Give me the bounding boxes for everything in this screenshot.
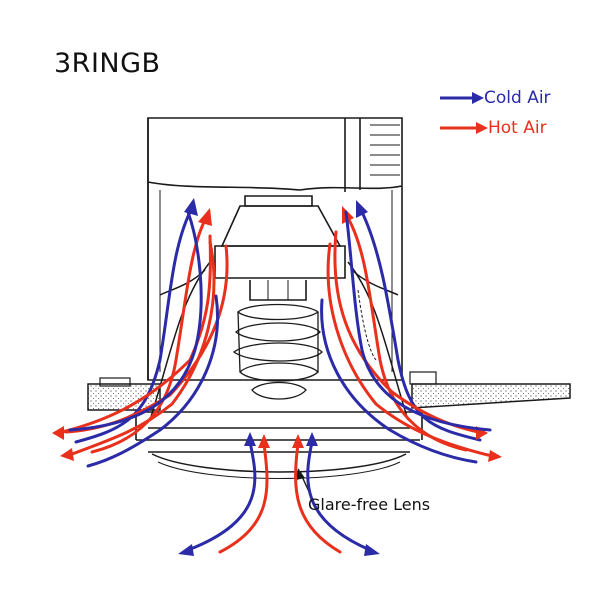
airflow-right-out: [320, 210, 502, 464]
airflow-bottom-intake: [178, 432, 380, 556]
legend-cold-air: Cold Air: [438, 88, 551, 108]
legend-hot-air: Hot Air: [438, 118, 547, 138]
arrow-right-icon: [440, 122, 488, 134]
glare-free-lens: [151, 453, 407, 479]
lamp-socket: [214, 195, 346, 301]
ceiling-right: [409, 371, 571, 409]
airflow-left-out: [60, 210, 219, 468]
legend-hot-label: Hot Air: [488, 118, 547, 138]
legend-cold-label: Cold Air: [484, 88, 551, 108]
lamp-bulb-icon: [232, 303, 323, 400]
trim-ring: [135, 411, 423, 453]
diagram-title: 3RINGB: [54, 48, 161, 79]
arrow-right-icon: [440, 92, 484, 104]
lens-label: Glare-free Lens: [308, 495, 431, 514]
